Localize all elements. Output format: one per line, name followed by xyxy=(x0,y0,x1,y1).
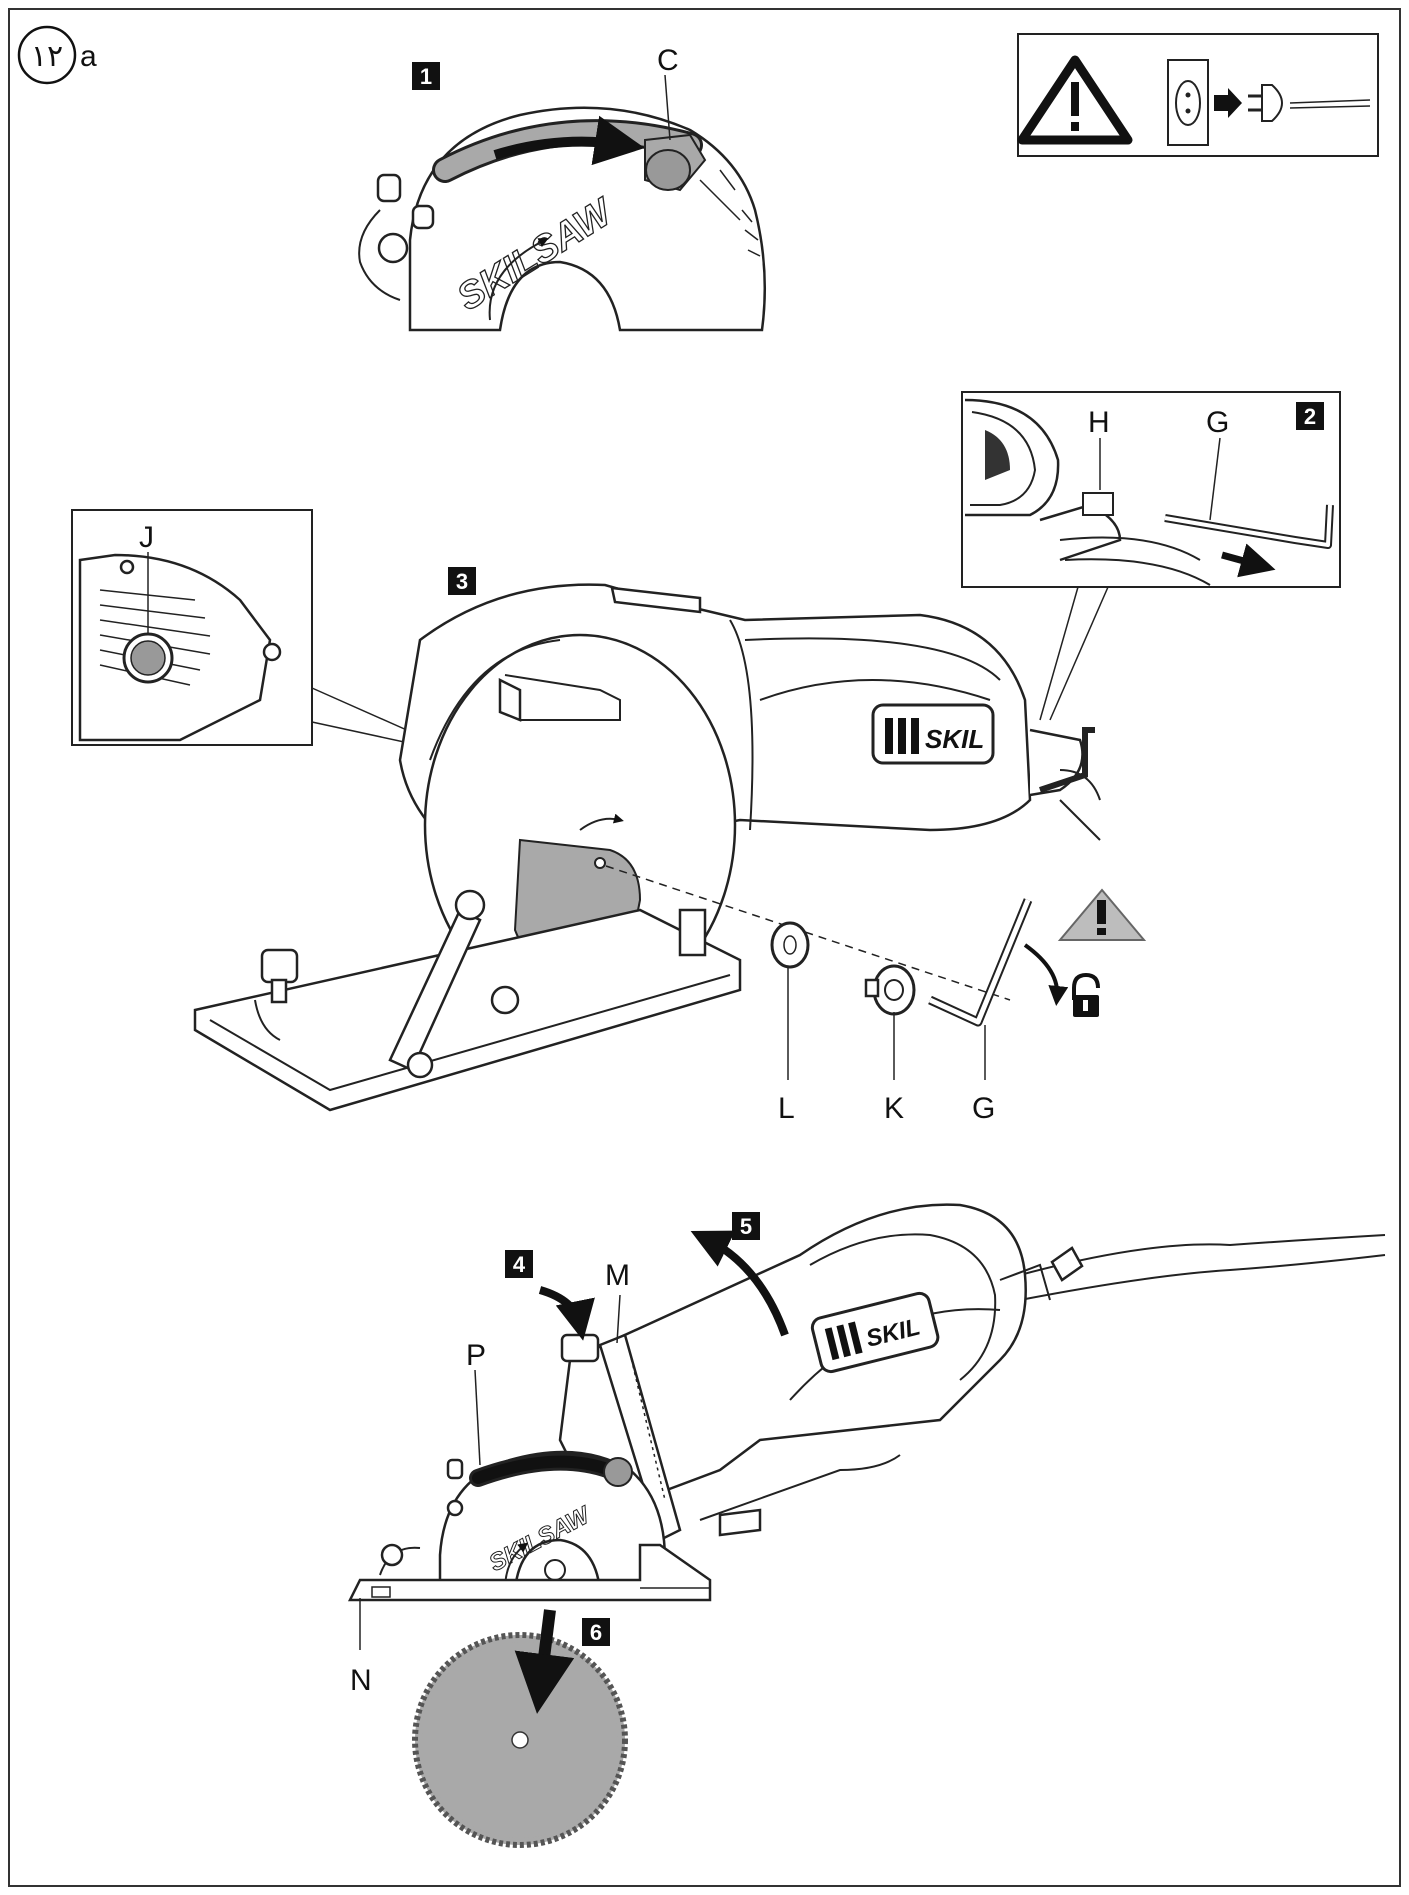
saw-body-tilted xyxy=(558,1203,1027,1502)
label-c: C xyxy=(657,44,679,77)
label-n: N xyxy=(350,1664,372,1697)
step-4-badge xyxy=(505,1250,533,1278)
step-1-badge xyxy=(412,62,440,90)
label-p: P xyxy=(466,1339,486,1372)
caution-triangle-icon xyxy=(1057,888,1147,941)
figure-tag-number: ١٢ xyxy=(31,40,63,73)
step-2-badge xyxy=(1296,402,1324,430)
step-3-badge xyxy=(448,567,476,595)
spindle-lock-button-j xyxy=(122,632,174,684)
drop-arrow-6 xyxy=(514,1609,575,1714)
outer-flange-l xyxy=(770,921,810,969)
hex-key-g-bottom xyxy=(928,898,1033,1027)
spindle-lock-inset: J xyxy=(71,509,419,746)
step-5-badge xyxy=(732,1212,760,1240)
unlock-icon xyxy=(1072,972,1100,1017)
step-1-number: 1 xyxy=(420,64,432,89)
adjustment-knob-c xyxy=(644,133,707,192)
step-2-inset: 2 H G xyxy=(961,391,1341,721)
base-plate-3 xyxy=(193,908,742,1112)
hex-key-holder-h xyxy=(1082,492,1114,516)
lift-arrow-5 xyxy=(690,1230,789,1337)
figure-tag: ١٢ a xyxy=(17,25,97,85)
pull-out-arrow xyxy=(1221,543,1276,578)
label-g-top: G xyxy=(1206,406,1229,439)
hex-key-g-top xyxy=(1164,504,1334,549)
removed-blade xyxy=(412,1632,628,1848)
figure-tag-suffix: a xyxy=(80,40,97,73)
blade-bolt-k xyxy=(864,964,916,1016)
label-m: M xyxy=(605,1259,630,1292)
step-3-number: 3 xyxy=(456,569,468,594)
step-1-guard: 1 C SKILSAW xyxy=(358,44,767,332)
step-6-badge xyxy=(582,1618,610,1646)
base-plate-tilted xyxy=(347,1543,712,1602)
label-h: H xyxy=(1088,406,1110,439)
bevel-knob-3 xyxy=(260,948,299,1004)
turn-arrow xyxy=(1023,943,1069,1006)
push-arrow-4 xyxy=(538,1286,595,1341)
steps-4-5-6: 5 4 6 SKIL M xyxy=(347,1203,1386,1848)
label-g-bottom: G xyxy=(972,1092,995,1125)
step-4-number: 4 xyxy=(513,1252,526,1277)
label-j: J xyxy=(139,521,154,554)
label-k: K xyxy=(884,1092,904,1125)
step-2-number: 2 xyxy=(1304,404,1316,429)
skil-logo-3-text: SKIL xyxy=(925,724,984,754)
step-6-number: 6 xyxy=(590,1620,602,1645)
unplug-icon xyxy=(1167,59,1371,146)
skil-logo-3: SKIL xyxy=(871,703,995,765)
warning-triangle-icon xyxy=(1017,55,1133,145)
warning-unplug-box xyxy=(1017,33,1379,157)
step-3-blade-removal: 3 J xyxy=(71,509,1147,1125)
step-5-number: 5 xyxy=(740,1214,752,1239)
label-l: L xyxy=(778,1092,795,1125)
figure-tag-circle xyxy=(17,25,77,85)
page-frame xyxy=(8,8,1401,1887)
skil-logo-tilted: SKIL xyxy=(810,1291,940,1374)
